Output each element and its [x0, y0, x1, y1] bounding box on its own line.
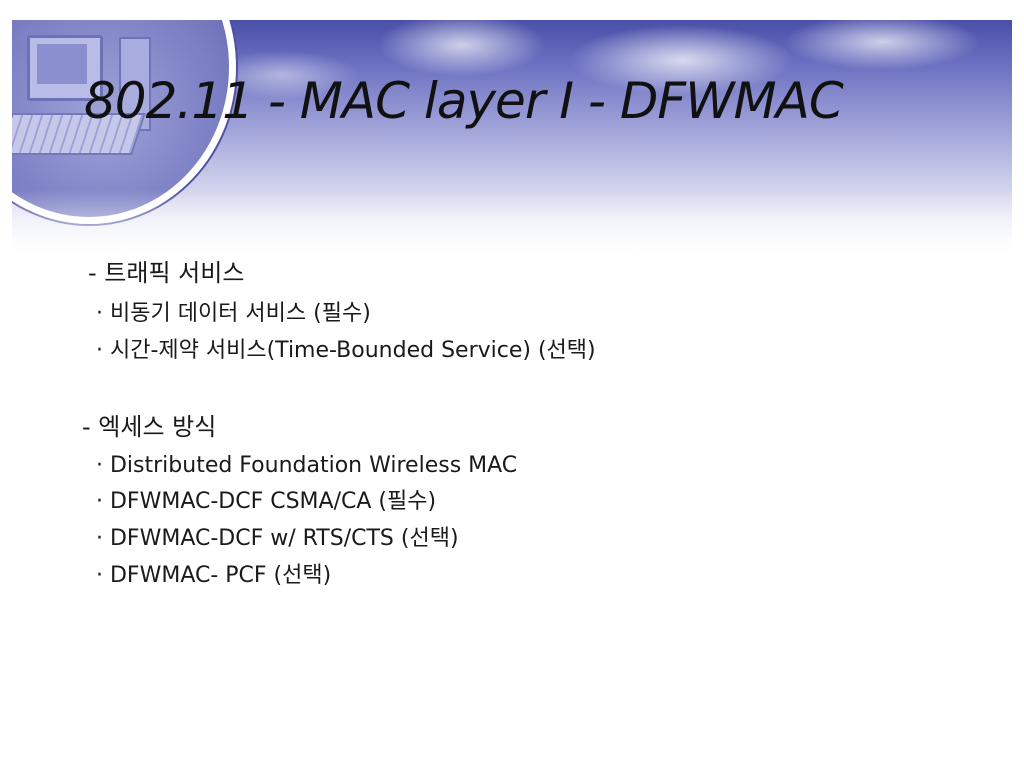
bullet-time-bounded-service: · 시간-제약 서비스(Time-Bounded Service) (선택) — [96, 338, 596, 363]
banner-fade — [12, 190, 1012, 260]
bullet-async-data-service: · 비동기 데이터 서비스 (필수) — [96, 301, 371, 326]
monitor-icon — [27, 35, 103, 101]
section-heading-access-method: - 엑세스 방식 — [82, 413, 217, 441]
bullet-dcf-rts-cts: · DFWMAC-DCF w/ RTS/CTS (선택) — [96, 526, 459, 551]
bullet-distributed-foundation: · Distributed Foundation Wireless MAC — [96, 453, 518, 478]
section-heading-traffic-services: - 트래픽 서비스 — [88, 259, 245, 287]
bullet-dcf-csma-ca: · DFWMAC-DCF CSMA/CA (필수) — [96, 489, 437, 514]
bullet-pcf: · DFWMAC- PCF (선택) — [96, 563, 332, 588]
slide-title: 802.11 - MAC layer I - DFWMAC — [84, 72, 844, 130]
header-banner — [12, 20, 1012, 260]
